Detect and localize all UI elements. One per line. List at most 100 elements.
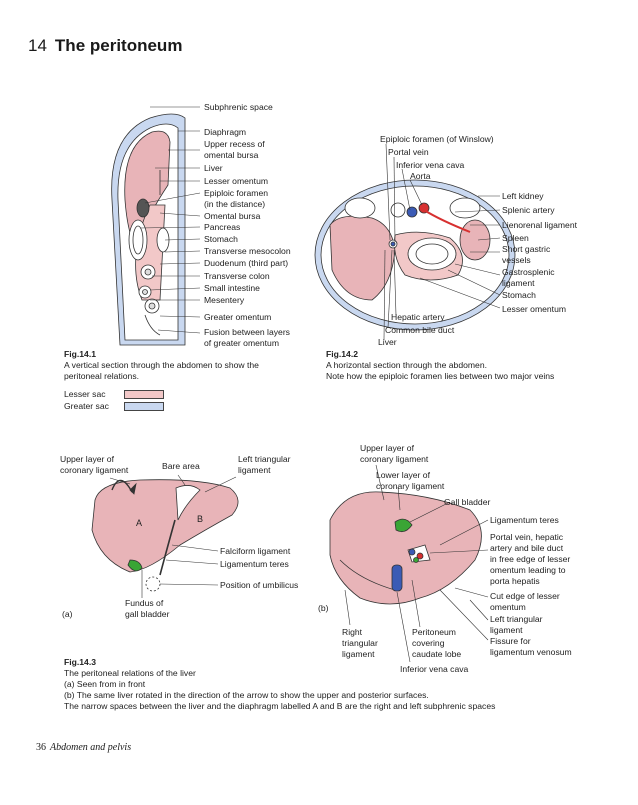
fig3b-label-coronary-ligament-2: coronary ligament (376, 481, 445, 491)
fig1-label-in-the-distance: (in the distance) (204, 199, 266, 209)
fig3b-label-right: Right (342, 627, 363, 637)
fig3a-label-part-a: (a) (62, 609, 73, 619)
legend-greater-sac-swatch (124, 402, 164, 411)
fig-14-3-caption-line: The narrow spaces between the liver and … (64, 701, 496, 711)
fig-14-3-caption-line: (a) Seen from in front (64, 679, 146, 689)
fig-14-1-drawing (111, 113, 186, 346)
fig3b-label-ligamentum-teres: Ligamentum teres (490, 515, 559, 525)
fig-14-3b-leaders (344, 464, 489, 663)
fig1-label-duodenum: Duodenum (third part) (204, 258, 289, 268)
fig3b-label-inferior-vena-cava: Inferior vena cava (400, 664, 469, 674)
fig2-label-short-gastric: Short gastric (502, 244, 551, 254)
fig3b-label-portal-vein-hepatic: Portal vein, hepatic (490, 532, 564, 542)
fig1-label-stomach: Stomach (204, 234, 238, 244)
fig2-label-spleen: Spleen (502, 233, 529, 243)
fig1-label-fusion-between-layers: Fusion between layers (204, 327, 290, 337)
fig-14-3a-drawing (91, 479, 239, 592)
fig2-label-portal-vein: Portal vein (388, 147, 429, 157)
fig-14-3-caption: Fig.14.3 The peritoneal relations of the… (64, 657, 624, 712)
fig3b-label-ligament: ligament (490, 625, 523, 635)
chapter-title: The peritoneum (54, 36, 183, 55)
fig3b-label-upper-layer: Upper layer of (360, 443, 414, 453)
fig-14-2-caption-line: A horizontal section through the abdomen… (326, 360, 488, 370)
fig1-label-small-intestine: Small intestine (204, 283, 260, 293)
legend-lesser-sac-swatch (124, 390, 164, 399)
fig-14-3b-drawing (329, 491, 482, 605)
fig2-label-lienorenal-ligament: Lienorenal ligament (502, 220, 578, 230)
fig3b-label-coronary-ligament-1: coronary ligament (360, 454, 429, 464)
fig3a-label-falciform-ligament: Falciform ligament (220, 546, 291, 556)
fig1-label-of-greater-omentum: of greater omentum (204, 338, 279, 348)
legend-greater-sac-label: Greater sac (64, 401, 109, 411)
fig3b-label-ligament-right: ligament (342, 649, 375, 659)
fig2-label-left-kidney: Left kidney (502, 191, 544, 201)
fig-14-2-leaders (383, 143, 501, 341)
fig3a-label-position-of-umbilicus: Position of umbilicus (220, 580, 299, 590)
fig1-label-greater-omentum: Greater omentum (204, 312, 272, 322)
chapter-heading: 14 The peritoneum (28, 36, 182, 56)
fig2-label-stomach: Stomach (502, 290, 536, 300)
fig1-label-mesentery: Mesentery (204, 295, 245, 305)
fig1-label-omental-bursa-line2: omental bursa (204, 150, 259, 160)
fig2-label-lesser-omentum: Lesser omentum (502, 304, 567, 314)
fig2-label-splenic-artery: Splenic artery (502, 205, 555, 215)
fig1-label-subphrenic-space: Subphrenic space (204, 102, 273, 112)
fig3a-label-gall-bladder: gall bladder (125, 609, 170, 619)
fig3b-label-fissure-for: Fissure for (490, 636, 531, 646)
fig-14-1-leaders (139, 106, 201, 334)
fig1-label-liver: Liver (204, 163, 223, 173)
fig3b-label-covering: covering (412, 638, 445, 648)
fig2-label-ligament: ligament (502, 278, 535, 288)
fig3b-label-triangular: triangular (342, 638, 378, 648)
fig3a-label-ligament: ligament (238, 465, 271, 475)
fig3a-label-ligamentum-teres: Ligamentum teres (220, 559, 289, 569)
fig2-label-epiploic-foramen: Epiploic foramen (of Winslow) (380, 134, 494, 144)
fig2-label-vessels: vessels (502, 255, 531, 265)
fig3b-label-free-edge: in free edge of lesser (490, 554, 571, 564)
fig-14-2-drawing (314, 179, 516, 331)
fig-14-1-caption-line: peritoneal relations. (64, 371, 140, 381)
fig3a-label-b: B (197, 514, 204, 524)
fig3a-label-bare-area: Bare area (162, 461, 200, 471)
fig-14-3-id: Fig.14.3 (64, 657, 96, 667)
fig3b-label-caudate-lobe: caudate lobe (412, 649, 462, 659)
fig1-label-diaphragm: Diaphragm (204, 127, 247, 137)
fig2-label-inferior-vena-cava: Inferior vena cava (396, 160, 465, 170)
fig3a-label-coronary-ligament: coronary ligament (60, 465, 129, 475)
fig3b-label-lower-layer: Lower layer of (376, 470, 430, 480)
fig2-label-liver: Liver (378, 337, 397, 347)
fig2-label-common-bile-duct: Common bile duct (385, 325, 455, 335)
fig2-label-aorta: Aorta (410, 171, 431, 181)
fig3a-label-fundus-of: Fundus of (125, 598, 164, 608)
fig-14-1-id: Fig.14.1 (64, 349, 96, 359)
fig3b-label-omentum-leading: omentum leading to (490, 565, 566, 575)
fig3b-label-gall-bladder: Gall bladder (444, 497, 491, 507)
fig3a-label-a: A (136, 518, 143, 528)
fig2-label-gastrosplenic: Gastrosplenic (502, 267, 555, 277)
fig-14-2-caption: Fig.14.2 A horizontal section through th… (326, 349, 626, 382)
fig3b-label-peritoneum: Peritoneum (412, 627, 456, 637)
fig1-label-upper-recess: Upper recess of (204, 139, 265, 149)
fig1-label-omental-bursa: Omental bursa (204, 211, 261, 221)
legend-lesser-sac-label: Lesser sac (64, 389, 106, 399)
fig1-label-pancreas: Pancreas (204, 222, 241, 232)
fig3b-label-cut-edge: Cut edge of lesser (490, 591, 560, 601)
fig3b-label-artery-and-bile-duct: artery and bile duct (490, 543, 564, 553)
fig1-label-lesser-omentum: Lesser omentum (204, 176, 269, 186)
page-footer: 36 Abdomen and pelvis (36, 742, 131, 753)
fig2-label-hepatic-artery: Hepatic artery (391, 312, 445, 322)
fig-14-3-caption-line: (b) The same liver rotated in the direct… (64, 690, 429, 700)
fig3b-label-omentum: omentum (490, 602, 526, 612)
fig-14-1-caption: Fig.14.1 A vertical section through the … (64, 349, 304, 382)
page-number: 36 (36, 742, 46, 753)
fig-14-3-caption-line: The peritoneal relations of the liver (64, 668, 196, 678)
fig3a-label-left-triangular: Left triangular (238, 454, 291, 464)
chapter-number: 14 (28, 36, 47, 55)
fig3b-label-ligamentum-venosum: ligamentum venosum (490, 647, 572, 657)
fig3b-label-porta-hepatis: porta hepatis (490, 576, 540, 586)
fig-14-2-id: Fig.14.2 (326, 349, 358, 359)
fig-14-1-caption-line: A vertical section through the abdomen t… (64, 360, 259, 370)
section-name: Abdomen and pelvis (50, 742, 132, 753)
fig3a-label-upper-layer: Upper layer of (60, 454, 114, 464)
fig-14-3a-leaders (109, 474, 237, 598)
